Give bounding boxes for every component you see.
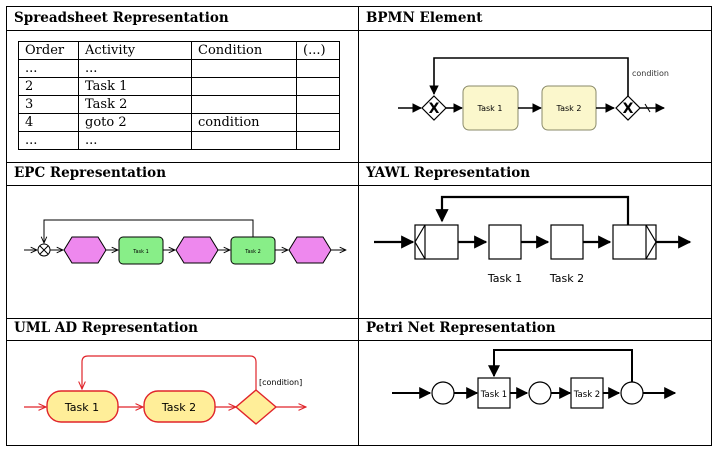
uml-decision-node <box>234 389 278 425</box>
bpmn-title: BPMN Element <box>366 10 483 26</box>
bpmn-task-2-label: Task 2 <box>556 104 582 113</box>
title-rule-3 <box>6 340 712 341</box>
title-rule-2 <box>6 185 712 186</box>
uml-condition-label: [condition] <box>259 378 302 387</box>
spreadsheet-table: Order Activity Condition (...) ... ... 2… <box>18 41 340 150</box>
header-more: (...) <box>296 41 340 60</box>
table-cell: ... <box>78 131 192 150</box>
petri-diagram: Task 1 Task 2 <box>392 349 677 409</box>
yawl-task-1 <box>488 224 522 260</box>
header-condition: Condition <box>191 41 297 60</box>
bpmn-gateway-split <box>615 95 641 121</box>
table-row: 2 Task 1 <box>18 77 340 96</box>
bpmn-loop-arrow <box>429 57 629 96</box>
epc-event <box>288 236 332 264</box>
epc-task-2-label: Task 2 <box>244 249 261 255</box>
petri-loop-arc <box>488 349 633 382</box>
table-cell: ... <box>18 131 79 150</box>
yawl-loop-arrow <box>435 195 630 225</box>
uml-title: UML AD Representation <box>14 320 198 336</box>
table-row: ... ... <box>18 59 340 78</box>
uml-loop-arrow <box>82 355 257 390</box>
yawl-task-2 <box>550 224 584 260</box>
bpmn-task-1-label: Task 1 <box>477 104 503 113</box>
petri-place <box>528 381 552 405</box>
table-row: ... ... <box>18 131 340 150</box>
table-cell: goto 2 <box>78 113 192 132</box>
table-header-row: Order Activity Condition (...) <box>18 41 340 60</box>
spreadsheet-title: Spreadsheet Representation <box>14 10 229 26</box>
petri-task-1-label: Task 1 <box>480 390 507 400</box>
epc-title: EPC Representation <box>14 165 167 181</box>
petri-place <box>431 381 455 405</box>
bpmn-diagram: X Task 1 Task 2 X condition <box>398 57 669 131</box>
bpmn-gateway-x-icon: X <box>623 101 634 117</box>
grid-frame <box>6 6 712 446</box>
yawl-task-2-label: Task 2 <box>549 272 584 285</box>
yawl-diagram: Task 1 Task 2 <box>374 195 692 285</box>
grid-divider-row2 <box>6 318 712 319</box>
uml-task-2-label: Task 2 <box>161 401 196 414</box>
header-activity: Activity <box>78 41 192 60</box>
epc-event <box>63 236 107 264</box>
epc-loop-arrow <box>44 219 254 243</box>
epc-xor-icon <box>39 245 49 255</box>
grid-divider-row1 <box>6 162 712 163</box>
table-cell <box>296 131 340 150</box>
epc-task-1-label: Task 1 <box>132 249 149 255</box>
table-cell: Task 1 <box>78 77 192 96</box>
petri-title: Petri Net Representation <box>366 320 556 336</box>
title-rule-1 <box>6 30 712 31</box>
yawl-xor-join-icon <box>414 224 426 260</box>
epc-event <box>175 236 219 264</box>
bpmn-gateway-x-icon: X <box>429 101 440 117</box>
bpmn-default-flow-marker <box>644 103 651 113</box>
epc-diagram: Task 1 Task 2 <box>24 219 346 265</box>
bpmn-gateway-join <box>421 95 447 121</box>
yawl-task-1-label: Task 1 <box>487 272 522 285</box>
uml-diagram: Task 1 Task 2 [condition] <box>24 355 306 425</box>
petri-transition-task-1 <box>477 377 511 409</box>
grid-divider-vertical <box>358 6 359 446</box>
petri-place <box>620 381 644 405</box>
uml-task-1-label: Task 1 <box>64 401 99 414</box>
yawl-title: YAWL Representation <box>366 165 531 181</box>
bpmn-condition-label: condition <box>632 69 669 78</box>
petri-task-2-label: Task 2 <box>573 390 600 400</box>
